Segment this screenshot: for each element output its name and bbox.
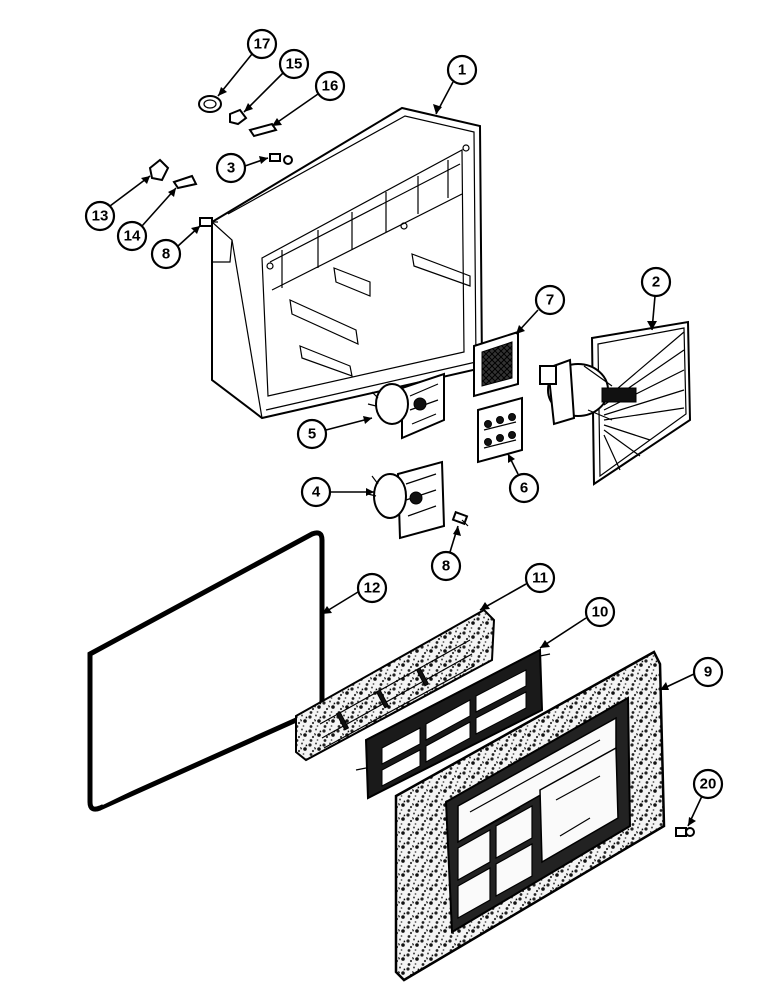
callout-label: 13 [92,208,109,225]
callout-label: 11 [532,570,548,587]
callout-2: 2 [640,266,672,331]
callout-10: 10 [539,596,616,649]
callout-label: 20 [700,776,717,793]
screw-part-8-upper [199,217,218,227]
motor-plate-assembly [539,320,692,486]
callout-17: 17 [217,28,278,97]
gasket-part [87,530,325,812]
callout-label: 1 [458,62,466,79]
callout-label: 15 [286,56,303,73]
front-bezel-part-9 [394,650,666,982]
callout-13: 13 [84,175,151,232]
mesh-plate-part [473,330,519,398]
knob-part-17 [198,95,222,113]
callout-label: 5 [308,426,316,443]
speckled-panel-part-11 [295,608,496,762]
callout-label: 3 [227,160,235,177]
callout-9: 9 [659,656,724,691]
callout-label: 6 [520,480,528,497]
screw-part-8-lower [451,510,469,527]
grille-part-10 [355,648,551,800]
timer-switch-part-4 [367,460,446,540]
callout-label: 16 [322,78,339,95]
callout-label: 9 [704,664,712,681]
callout-label: 10 [592,604,609,621]
callout-7: 7 [515,284,566,335]
callout-label: 17 [254,36,271,53]
callout-label: 2 [652,274,660,291]
clip-part-14 [172,174,198,190]
knob-part-13 [148,158,170,182]
callout-label: 14 [124,228,141,245]
callout-label: 8 [442,558,450,575]
callout-4: 4 [300,476,374,508]
callout-label: 4 [312,484,321,501]
switch-plate-part [477,396,523,464]
callout-8-upper: 8 [150,225,201,270]
callout-1: 1 [433,54,478,115]
callout-label: 7 [546,292,554,309]
callout-6: 6 [507,453,540,504]
callout-8-lower: 8 [430,525,462,582]
callout-label: 8 [162,246,170,263]
callout-14: 14 [116,187,177,252]
callout-11: 11 [479,562,556,611]
callout-12: 12 [321,572,388,615]
screw-part-3 [269,153,293,165]
callout-5: 5 [296,416,373,450]
screw-part-20 [675,827,695,837]
clip-part-16 [248,122,278,138]
callout-16: 16 [271,70,346,127]
housing-part [211,106,484,420]
nut-part-15 [229,108,248,126]
callout-15: 15 [243,48,310,113]
callout-20: 20 [687,768,724,827]
callout-label: 12 [364,580,381,597]
callout-3: 3 [215,152,269,184]
timer-switch-part-5 [367,372,445,440]
